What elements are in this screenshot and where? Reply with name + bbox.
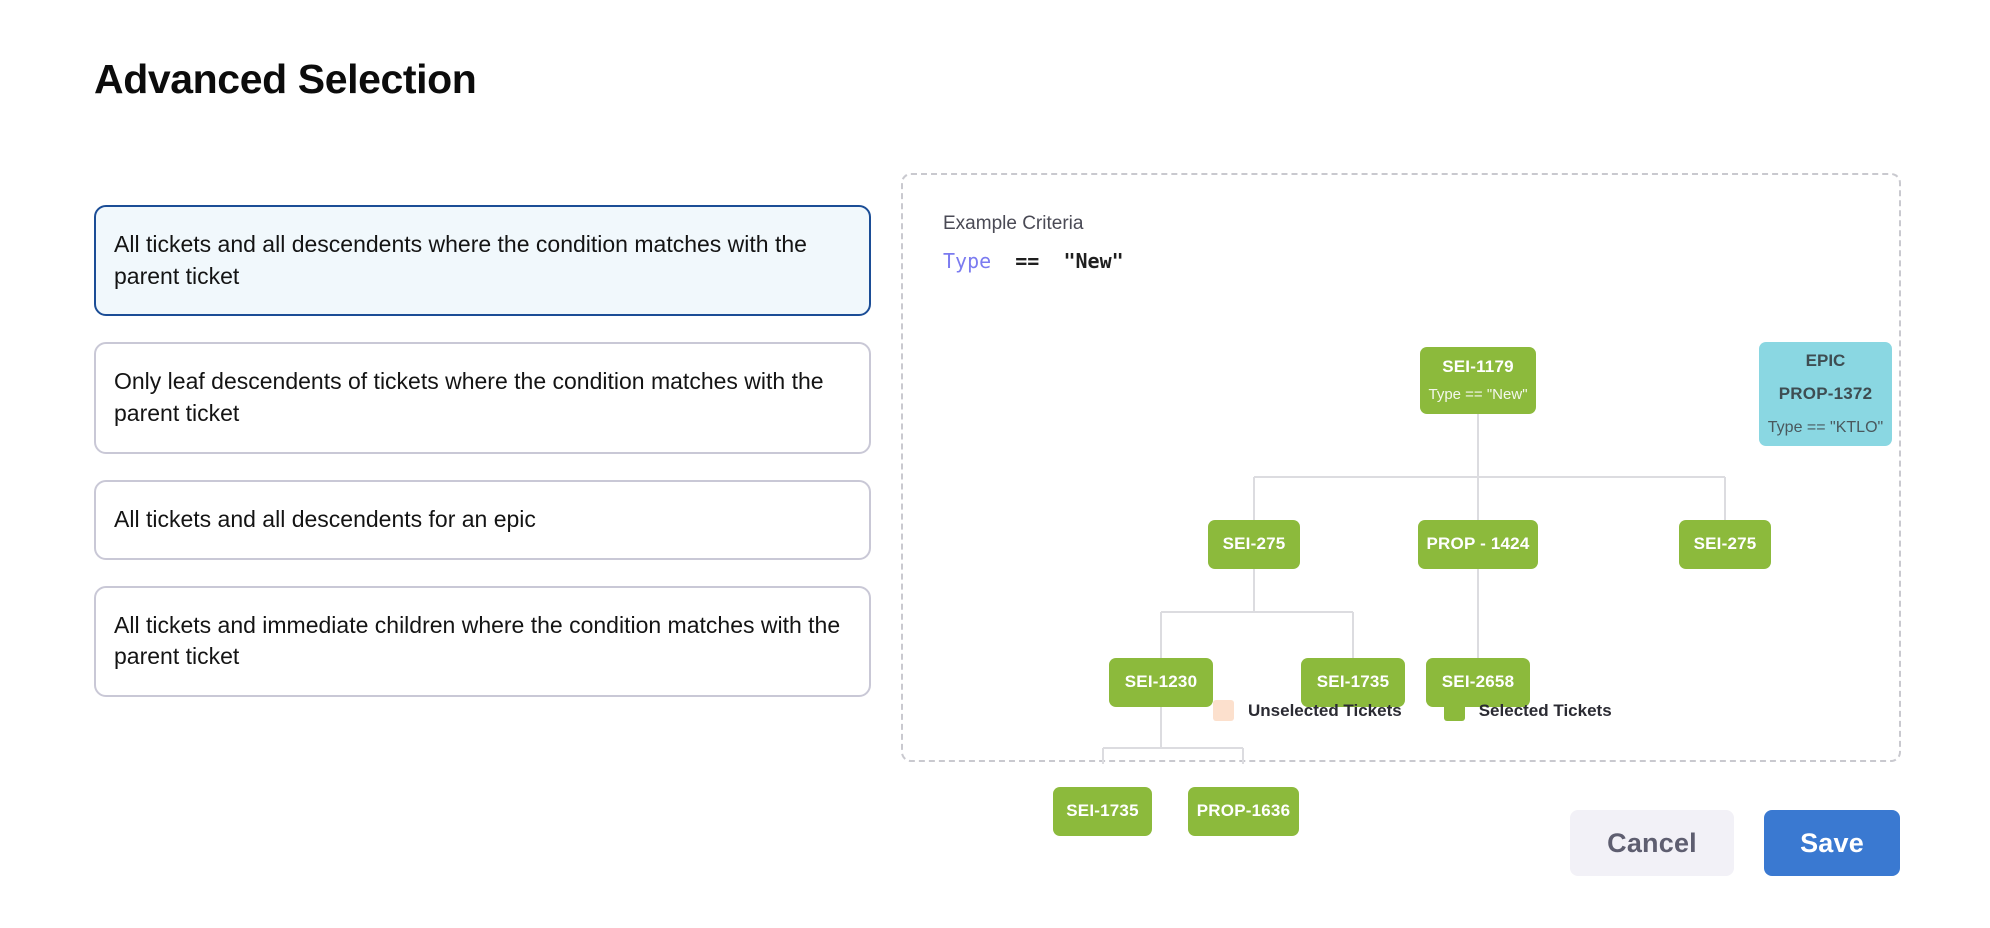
tree-node-epic[interactable]: EPIC PROP-1372 Type == "KTLO"	[1759, 342, 1892, 446]
legend-item-selected: Selected Tickets	[1443, 700, 1612, 721]
tree-node-g2-ticket: SEI-1735	[1316, 672, 1390, 692]
tree-node-epic-ticket: PROP-1372	[1778, 384, 1873, 404]
tree-node-c3[interactable]: SEI-275	[1679, 520, 1771, 569]
tree-node-c1[interactable]: SEI-275	[1208, 520, 1300, 569]
tree-node-g1[interactable]: SEI-1230	[1109, 658, 1213, 707]
tree-node-c2[interactable]: PROP - 1424	[1418, 520, 1538, 569]
tree-node-gg2-ticket: PROP-1636	[1196, 801, 1291, 821]
legend-label-selected: Selected Tickets	[1478, 700, 1612, 720]
tree-node-g3[interactable]: SEI-2658	[1426, 658, 1530, 707]
selection-options-list: All tickets and all descendents where th…	[94, 205, 871, 723]
tree-node-c2-ticket: PROP - 1424	[1426, 534, 1530, 554]
option-label-2: All tickets and all descendents for an e…	[114, 505, 536, 532]
tree-node-gg1[interactable]: SEI-1735	[1053, 787, 1152, 836]
option-card-0[interactable]: All tickets and all descendents where th…	[94, 205, 871, 317]
criteria-value: "New"	[1063, 249, 1124, 273]
legend-label-unselected: Unselected Tickets	[1248, 700, 1402, 720]
tree-node-g3-ticket: SEI-2658	[1441, 672, 1515, 692]
tree-node-g2[interactable]: SEI-1735	[1301, 658, 1405, 707]
tree-node-root-ticket: SEI-1179	[1442, 356, 1514, 376]
cancel-button[interactable]: Cancel	[1570, 810, 1734, 876]
diagram-legend: Unselected Tickets Selected Tickets	[1213, 700, 1612, 721]
criteria-expression: Type == "New"	[943, 249, 1124, 273]
tree-node-c1-ticket: SEI-275	[1222, 534, 1286, 554]
option-label-0: All tickets and all descendents where th…	[114, 231, 807, 289]
legend-swatch-unselected	[1213, 700, 1234, 721]
option-card-3[interactable]: All tickets and immediate children where…	[94, 585, 871, 698]
tree-node-root[interactable]: SEI-1179 Type == "New"	[1420, 347, 1536, 414]
option-card-2[interactable]: All tickets and all descendents for an e…	[94, 479, 871, 560]
tree-node-gg1-ticket: SEI-1735	[1066, 801, 1139, 821]
option-card-1[interactable]: Only leaf descendents of tickets where t…	[94, 342, 871, 454]
example-diagram-panel: Example Criteria Type == "New"	[901, 173, 1903, 836]
legend-swatch-selected	[1443, 700, 1465, 721]
legend-item-unselected: Unselected Tickets	[1213, 700, 1402, 721]
tree-node-epic-condition: Type == "KTLO"	[1767, 418, 1884, 436]
tree-node-g1-ticket: SEI-1230	[1124, 672, 1198, 692]
tree-connectors	[1102, 414, 1726, 764]
option-label-1: Only leaf descendents of tickets where t…	[114, 368, 824, 427]
tree-node-epic-label: EPIC	[1805, 351, 1846, 371]
tree-node-c3-ticket: SEI-275	[1693, 534, 1757, 554]
tree-node-gg2[interactable]: PROP-1636	[1188, 787, 1299, 836]
criteria-operator: ==	[1015, 249, 1040, 273]
option-label-3: All tickets and immediate children where…	[114, 611, 841, 670]
page-title: Advanced Selection	[94, 56, 477, 102]
criteria-label: Example Criteria	[943, 213, 1084, 234]
save-button[interactable]: Save	[1764, 810, 1900, 876]
criteria-keyword: Type	[943, 249, 992, 273]
tree-diagram: SEI-1179 Type == "New" EPIC PROP-1372 Ty…	[903, 175, 1903, 836]
dialog-footer: Cancel Save	[1570, 810, 1900, 876]
tree-node-root-condition: Type == "New"	[1428, 386, 1528, 404]
